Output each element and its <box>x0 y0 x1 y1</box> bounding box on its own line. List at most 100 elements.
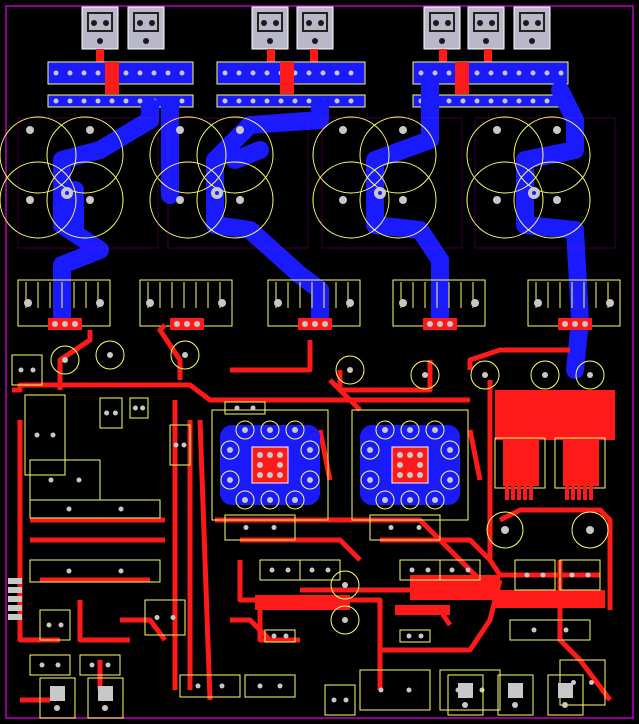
connector-outline-4 <box>497 674 534 716</box>
amplifier-silk-frame <box>351 409 469 521</box>
bus-pad <box>53 98 59 104</box>
bus-pad <box>278 98 284 104</box>
top-copper-trace-4 <box>230 340 313 373</box>
smd-pad <box>406 687 412 693</box>
amplifier-pin <box>277 472 283 478</box>
output-cap-outline <box>486 511 524 549</box>
capacitor-pad <box>553 126 561 134</box>
bottom-connector-group <box>39 674 584 719</box>
regulator-pin <box>62 321 68 327</box>
smd-pad <box>257 683 263 689</box>
amplifier-pin <box>257 462 263 468</box>
smd-footprint-4 <box>129 397 149 419</box>
smd-pad <box>173 442 179 448</box>
terminal-drill <box>273 20 279 26</box>
terminal-screw <box>473 12 499 32</box>
smd-footprint-15 <box>369 514 441 541</box>
amplifier-cap-pad <box>242 497 248 503</box>
relay-pad-2 <box>563 440 599 486</box>
smd-footprint-25 <box>359 669 431 711</box>
heatsink-mount-pad <box>274 299 282 307</box>
terminal-drill <box>103 20 109 26</box>
smd-pad <box>234 405 240 411</box>
electrolytic-cap-outline <box>330 570 360 600</box>
smd-pad <box>449 567 455 573</box>
smd-pad <box>118 568 124 574</box>
amplifier-cap-pad <box>447 477 453 483</box>
top-copper-trace-16 <box>498 507 613 610</box>
bus-pad <box>67 70 73 76</box>
regulator-pin <box>427 321 433 327</box>
terminal-drill <box>306 20 312 26</box>
edge-connector-pin <box>8 605 22 611</box>
connector-outline-5 <box>547 674 584 716</box>
amplifier-cap-outline <box>440 470 460 490</box>
amplifier-cap-outline <box>440 440 460 460</box>
bus-pad <box>418 70 424 76</box>
amplifier-cap-pad <box>432 497 438 503</box>
amplifier-cap-outline <box>235 490 255 510</box>
terminal-drill <box>445 20 451 26</box>
smd-footprint-14 <box>224 514 296 541</box>
bus-pad <box>95 98 101 104</box>
bus-pad <box>264 98 270 104</box>
terminal-drill <box>267 38 273 44</box>
smd-footprint-29 <box>509 619 591 641</box>
heatsink-mount-pad <box>24 299 32 307</box>
filter-capacitor-group <box>0 116 616 249</box>
regulator-pin <box>572 321 578 327</box>
top-copper-trace-22 <box>120 617 167 642</box>
terminal-screw <box>302 12 328 32</box>
top-copper-trace-1 <box>12 382 470 403</box>
smd-footprint-6 <box>29 499 161 519</box>
edge-connector-pin <box>8 596 22 602</box>
copper-pour-4 <box>495 590 605 608</box>
heatsink-mount-pad <box>96 299 104 307</box>
relay-copper-2 <box>555 390 615 440</box>
bus-pad <box>558 70 564 76</box>
amplifier-cap-pad <box>432 427 438 433</box>
smd-pad <box>18 367 24 373</box>
smd-pad <box>540 572 546 578</box>
smd-footprint-10 <box>79 654 121 676</box>
bus-pad <box>236 98 242 104</box>
connector-outline-2 <box>87 677 124 719</box>
smd-footprint-7 <box>29 559 161 583</box>
relay-pin <box>577 486 581 500</box>
bus-pad <box>250 70 256 76</box>
bus-pad <box>516 70 522 76</box>
smd-pad <box>531 627 537 633</box>
amplifier-pin <box>417 452 423 458</box>
bus-pad <box>488 98 494 104</box>
smd-pad <box>277 683 283 689</box>
capacitor-center-drill <box>65 191 69 195</box>
connector-pin <box>562 702 568 708</box>
capacitor-keepout <box>17 117 159 249</box>
smd-pad <box>465 567 471 573</box>
heatsink-mount-pad <box>399 299 407 307</box>
electrolytic-cap-pad <box>422 372 428 378</box>
regulator-pin <box>194 321 200 327</box>
smd-pad <box>58 622 64 628</box>
regulator-pin <box>302 321 308 327</box>
bus-pad <box>320 70 326 76</box>
regulator-pin <box>447 321 453 327</box>
relay-pin <box>517 486 521 500</box>
smd-footprint-27 <box>514 559 556 591</box>
bottom-copper-trace-7 <box>226 141 269 169</box>
amplifier-cap-pad <box>292 497 298 503</box>
capacitor-pad <box>236 196 244 204</box>
terminal-drill <box>312 38 318 44</box>
relay-pin <box>529 486 533 500</box>
smd-pad <box>425 567 431 573</box>
terminal-screw <box>519 12 545 32</box>
relay-pin <box>523 486 527 500</box>
amplifier-cap-outline <box>300 470 320 490</box>
terminal-drill <box>477 20 483 26</box>
copper-pour-3 <box>395 605 450 615</box>
amplifier-cap-outline <box>220 440 240 460</box>
smd-pad <box>112 410 118 416</box>
bus-pad <box>474 98 480 104</box>
top-copper-trace-13 <box>257 600 300 643</box>
capacitor-outline <box>149 116 227 194</box>
